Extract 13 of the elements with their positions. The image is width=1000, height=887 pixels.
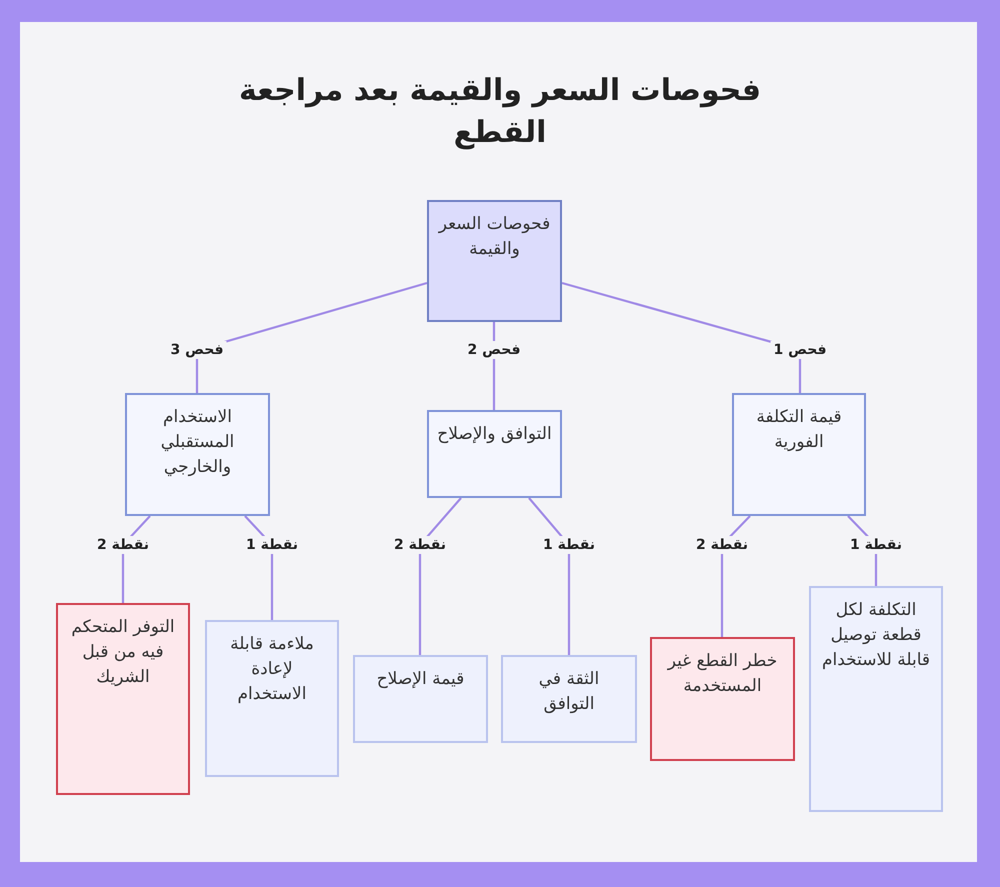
- process-box: التكلفة لكل قطعة توصيل قابلة للاستخدام: [809, 586, 943, 812]
- process-box: التوفر المتحكم فيه من قبل الشريك: [56, 603, 190, 795]
- process-box: الاستخدام المستقبلي والخارجي: [125, 393, 270, 516]
- process-box: قيمة التكلفة الفورية: [732, 393, 866, 516]
- process-box: فحوصات السعر والقيمة: [427, 200, 562, 322]
- process-box: التوافق والإصلاح: [427, 410, 562, 498]
- process-box: ملاءمة قابلة لإعادة الاستخدام: [205, 620, 339, 777]
- connector-line: [528, 497, 570, 655]
- process-box: خطر القطع غير المستخدمة: [650, 637, 795, 761]
- process-box: الثقة في التوافق: [501, 655, 637, 743]
- title: فحوصات السعر والقيمة بعد مراجعة القطع: [238, 72, 762, 152]
- process-box: قيمة الإصلاح: [353, 655, 488, 743]
- connector-line: [418, 497, 462, 655]
